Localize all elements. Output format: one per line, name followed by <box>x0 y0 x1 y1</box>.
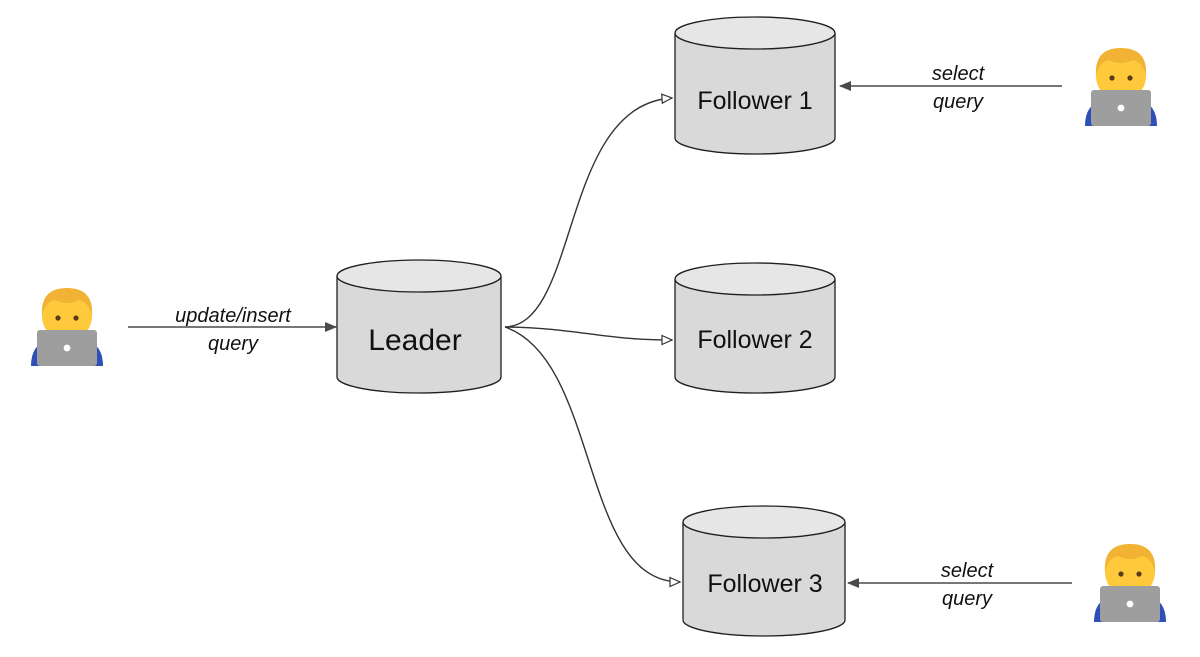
follower1-label: Follower 1 <box>697 87 812 115</box>
follower3-label: Follower 3 <box>707 570 822 598</box>
leader-database-node: Leader <box>336 259 502 394</box>
replication-edge-follower1 <box>504 98 672 328</box>
database-icon <box>682 522 846 637</box>
write-query-label-line1: update/insert <box>175 305 292 327</box>
read-query-label-follower1-line1: select <box>932 63 986 85</box>
writer-person-with-laptop-icon <box>31 288 103 366</box>
follower2-label: Follower 2 <box>697 326 812 354</box>
database-icon <box>336 276 502 394</box>
database-icon <box>674 279 836 394</box>
read-query-label-follower3-line2: query <box>942 588 993 610</box>
write-query-label-line2: query <box>208 333 259 355</box>
reader3-person-with-laptop-icon <box>1094 544 1166 622</box>
leader-label: Leader <box>368 324 461 357</box>
reader1-person-with-laptop-icon <box>1085 48 1157 126</box>
database-icon <box>674 33 836 155</box>
read-query-label-follower1-line2: query <box>933 91 984 113</box>
replication-edge-follower2 <box>504 326 672 340</box>
replication-edge-follower3 <box>504 326 680 582</box>
follower3-database-node: Follower 3 <box>682 505 846 637</box>
follower1-database-node: Follower 1 <box>674 16 836 155</box>
follower2-database-node: Follower 2 <box>674 262 836 394</box>
read-query-label-follower3-line1: select <box>941 560 995 582</box>
